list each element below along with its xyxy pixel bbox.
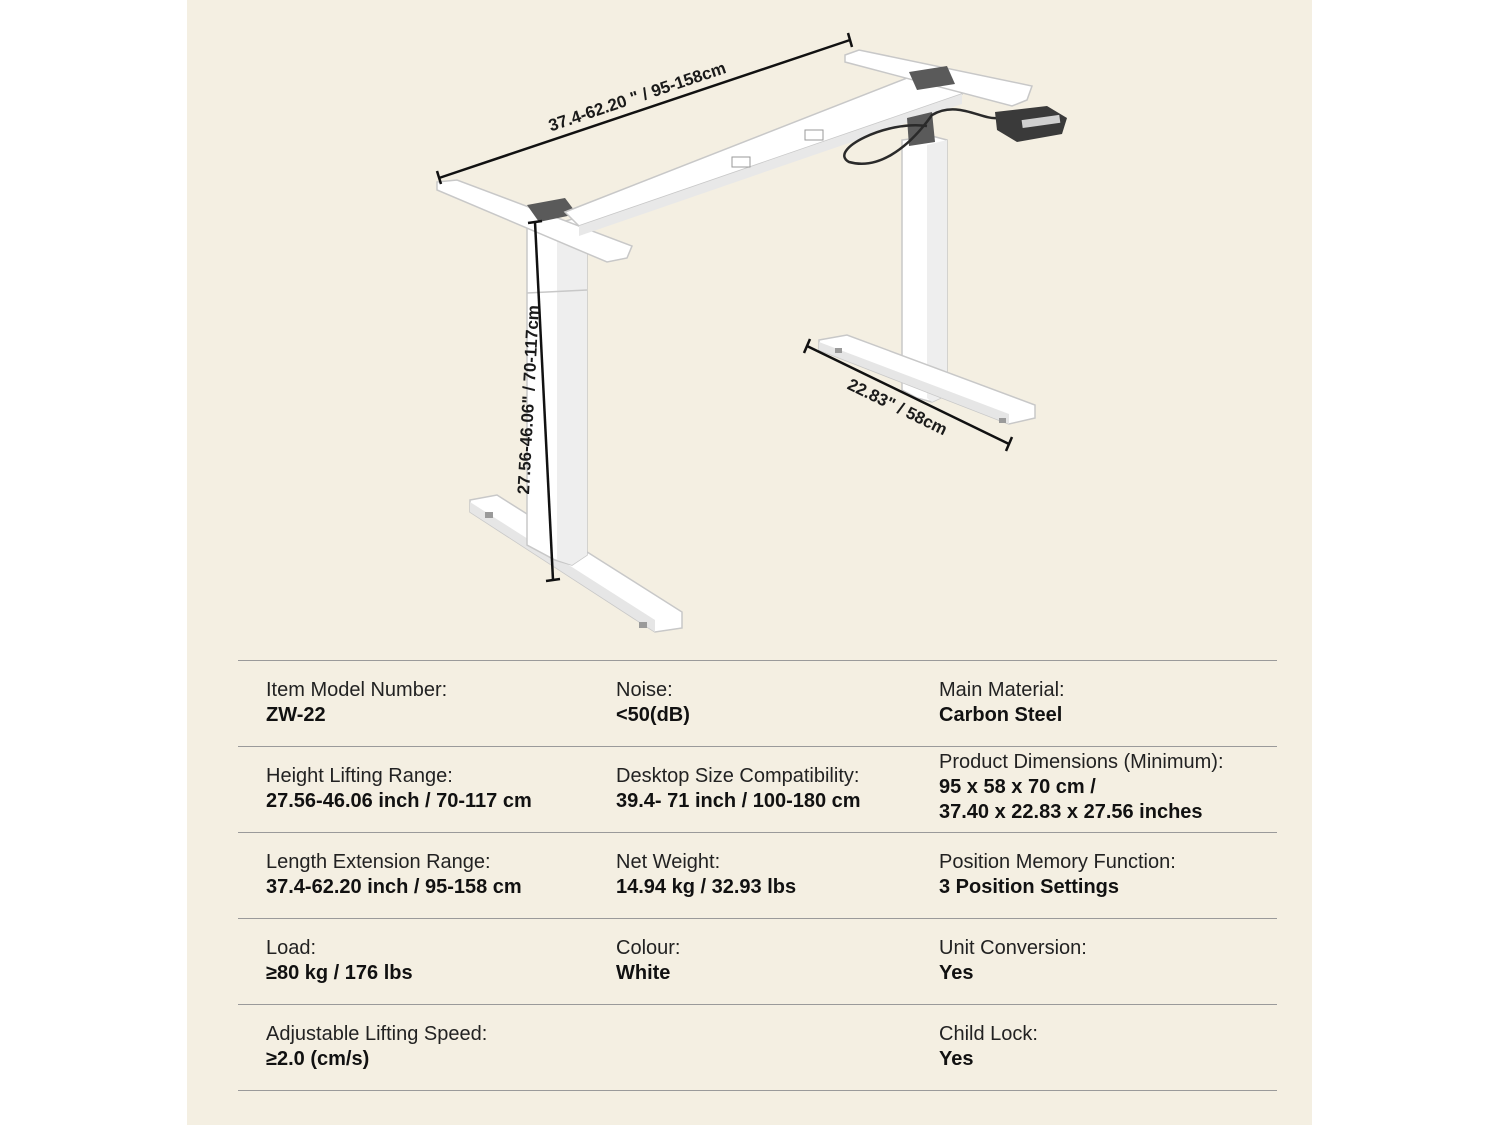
spec-main-material: Main Material: Carbon Steel (939, 678, 1065, 728)
spec-value-secondary: 37.40 x 22.83 x 27.56 inches (939, 801, 1203, 823)
right-top-bracket (844, 49, 1033, 107)
spec-product-dimensions: Product Dimensions (Minimum): 95 x 58 x … (939, 750, 1224, 825)
control-keypad (843, 106, 1067, 165)
spec-label: Child Lock: (939, 1023, 1038, 1045)
spec-child-lock: Child Lock: Yes (939, 1022, 1038, 1072)
spec-value: ≥2.0 (cm/s) (266, 1048, 370, 1070)
spec-colour: Colour: White (616, 936, 680, 986)
spec-label: Noise: (616, 679, 673, 701)
spec-label: Item Model Number: (266, 679, 448, 701)
right-column (901, 112, 948, 403)
spec-label: Adjustable Lifting Speed: (266, 1023, 488, 1045)
spec-label: Length Extension Range: (266, 851, 491, 873)
specifications-table: Item Model Number: ZW-22 Noise: <50(dB) … (238, 660, 1277, 1091)
spec-height-lifting-range: Height Lifting Range: 27.56-46.06 inch /… (266, 764, 532, 814)
spec-label: Main Material: (939, 679, 1065, 701)
spec-row: Adjustable Lifting Speed: ≥2.0 (cm/s) Ch… (238, 1004, 1277, 1091)
spec-value: 14.94 kg / 32.93 lbs (616, 876, 797, 898)
spec-adjustable-lifting-speed: Adjustable Lifting Speed: ≥2.0 (cm/s) (266, 1022, 487, 1072)
spec-desktop-size-compatibility: Desktop Size Compatibility: 39.4- 71 inc… (616, 764, 861, 814)
spec-value: ZW-22 (266, 704, 326, 726)
spec-value: <50(dB) (616, 704, 690, 726)
spec-label: Net Weight: (616, 851, 721, 873)
spec-value: 27.56-46.06 inch / 70-117 cm (266, 790, 532, 812)
crossbar (563, 77, 963, 236)
spec-label: Load: (266, 937, 317, 959)
product-panel: 37.4-62.20 " / 95-158cm 27.56-46.06" / 7… (187, 0, 1312, 1125)
spec-row: Length Extension Range: 37.4-62.20 inch … (238, 832, 1277, 918)
spec-item-model-number: Item Model Number: ZW-22 (266, 678, 447, 728)
spec-value: 95 x 58 x 70 cm / (939, 776, 1096, 798)
spec-value: Yes (939, 1048, 974, 1070)
spec-value: White (616, 962, 671, 984)
spec-load: Load: ≥80 kg / 176 lbs (266, 936, 413, 986)
spec-label: Height Lifting Range: (266, 765, 453, 787)
spec-noise: Noise: <50(dB) (616, 678, 690, 728)
spec-row: Item Model Number: ZW-22 Noise: <50(dB) … (238, 660, 1277, 746)
spec-unit-conversion: Unit Conversion: Yes (939, 936, 1087, 986)
spec-net-weight: Net Weight: 14.94 kg / 32.93 lbs (616, 850, 796, 900)
right-foot (818, 334, 1036, 425)
spec-label: Colour: (616, 937, 681, 959)
spec-row: Height Lifting Range: 27.56-46.06 inch /… (238, 746, 1277, 832)
spec-label: Unit Conversion: (939, 937, 1087, 959)
spec-value: 3 Position Settings (939, 876, 1120, 898)
left-foot (469, 494, 683, 633)
spec-row: Load: ≥80 kg / 176 lbs Colour: White Uni… (238, 918, 1277, 1004)
spec-label: Position Memory Function: (939, 851, 1176, 873)
spec-length-extension-range: Length Extension Range: 37.4-62.20 inch … (266, 850, 522, 900)
width-dimension-label: 37.4-62.20 " / 95-158cm (546, 58, 728, 135)
spec-position-memory-function: Position Memory Function: 3 Position Set… (939, 850, 1176, 900)
spec-value: Yes (939, 962, 974, 984)
spec-value: Carbon Steel (939, 704, 1063, 726)
spec-value: 39.4- 71 inch / 100-180 cm (616, 790, 861, 812)
spec-label: Product Dimensions (Minimum): (939, 751, 1224, 773)
desk-frame-illustration: 37.4-62.20 " / 95-158cm 27.56-46.06" / 7… (435, 32, 1067, 633)
spec-label: Desktop Size Compatibility: (616, 765, 860, 787)
spec-value: ≥80 kg / 176 lbs (266, 962, 413, 984)
spec-value: 37.4-62.20 inch / 95-158 cm (266, 876, 522, 898)
